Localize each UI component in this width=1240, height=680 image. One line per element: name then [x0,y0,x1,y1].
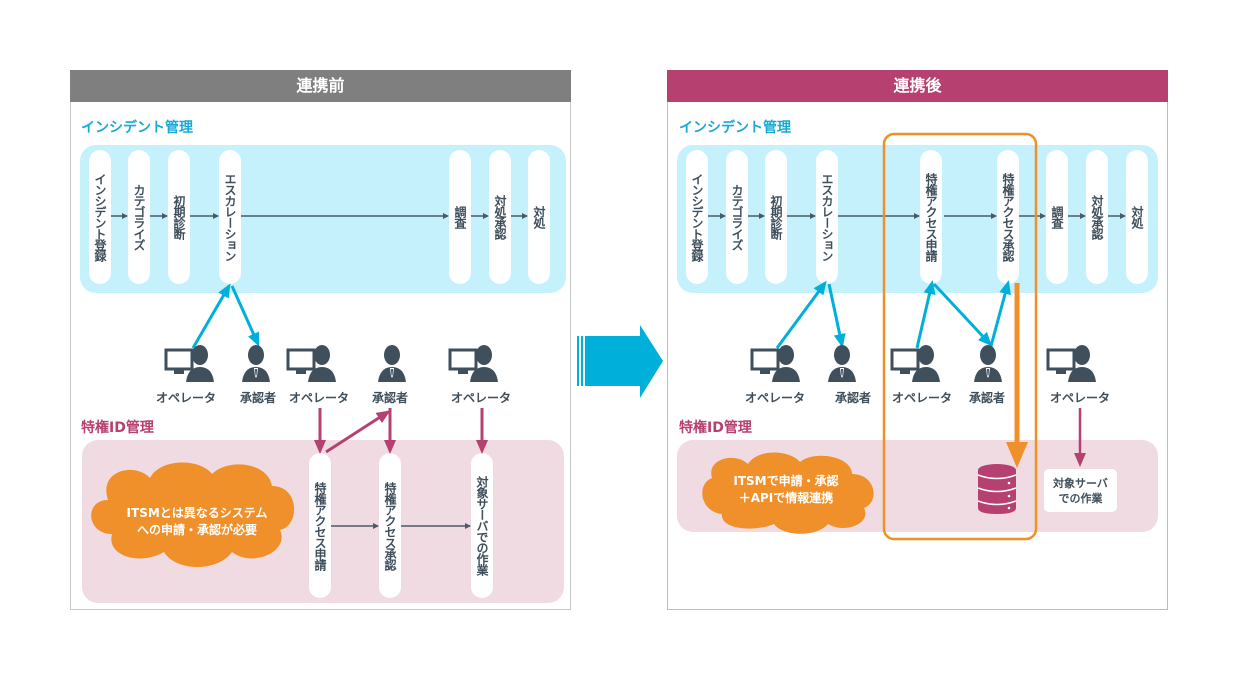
after-step-investigation: 調査 [1046,150,1068,284]
after-role-operator-2: オペレータ [891,391,952,405]
before-step-incident-registration: インシデント登録 [89,150,111,284]
after-privileged-section-label: 特権ID管理 [679,420,752,436]
after-step-remedy-approval: 対処承認 [1086,150,1108,284]
before-step-remedy-approval: 対処承認 [489,150,511,284]
after-role-approver-1: 承認者 [834,391,871,405]
before-incident-band [80,145,566,293]
before-role-approver-2: 承認者 [371,391,408,405]
panel-after-title: 連携後 [667,70,1168,102]
after-step-categorize: カテゴライズ [726,150,748,284]
panel-before-title: 連携前 [70,70,571,102]
after-step-priv-access-request: 特権アクセス申請 [920,150,942,284]
after-step-incident-registration: インシデント登録 [686,150,708,284]
before-role-operator-1: オペレータ [156,391,217,405]
before-role-operator-3: オペレータ [450,391,511,405]
before-privileged-section-label: 特権ID管理 [81,420,154,436]
after-role-approver-2: 承認者 [968,391,1005,405]
before-step-investigation: 調査 [449,150,471,284]
after-step-priv-access-approval: 特権アクセス承認 [997,150,1019,284]
before-step-categorize: カテゴライズ [128,150,150,284]
after-step-escalation: エスカレーション [816,150,838,284]
before-step-priv-access-request: 特権アクセス申請 [309,453,331,598]
before-role-operator-2: オペレータ [288,391,349,405]
before-step-initial-diagnosis: 初期診断 [168,150,190,284]
before-step-priv-access-approval: 特権アクセス承認 [379,453,401,598]
before-step-target-server-work: 対象サーバでの作業 [471,453,493,598]
after-incident-section-label: インシデント管理 [679,120,791,136]
after-target-server-work: 対象サーバ での作業 [1044,469,1117,512]
after-step-remedy: 対処 [1126,150,1148,284]
before-step-remedy: 対処 [528,150,550,284]
after-step-initial-diagnosis: 初期診断 [765,150,787,284]
before-incident-section-label: インシデント管理 [81,120,193,136]
after-role-operator-1: オペレータ [744,391,805,405]
before-role-approver-1: 承認者 [239,391,276,405]
after-callout-text: ITSMで申請・承認 ＋APIで情報連携 [733,474,839,505]
after-role-operator-3: オペレータ [1049,391,1110,405]
before-callout-text: ITSMとは異なるシステム への申請・承認が必要 [126,506,268,537]
before-step-escalation: エスカレーション [219,150,241,284]
right-arrow-icon [577,325,663,398]
